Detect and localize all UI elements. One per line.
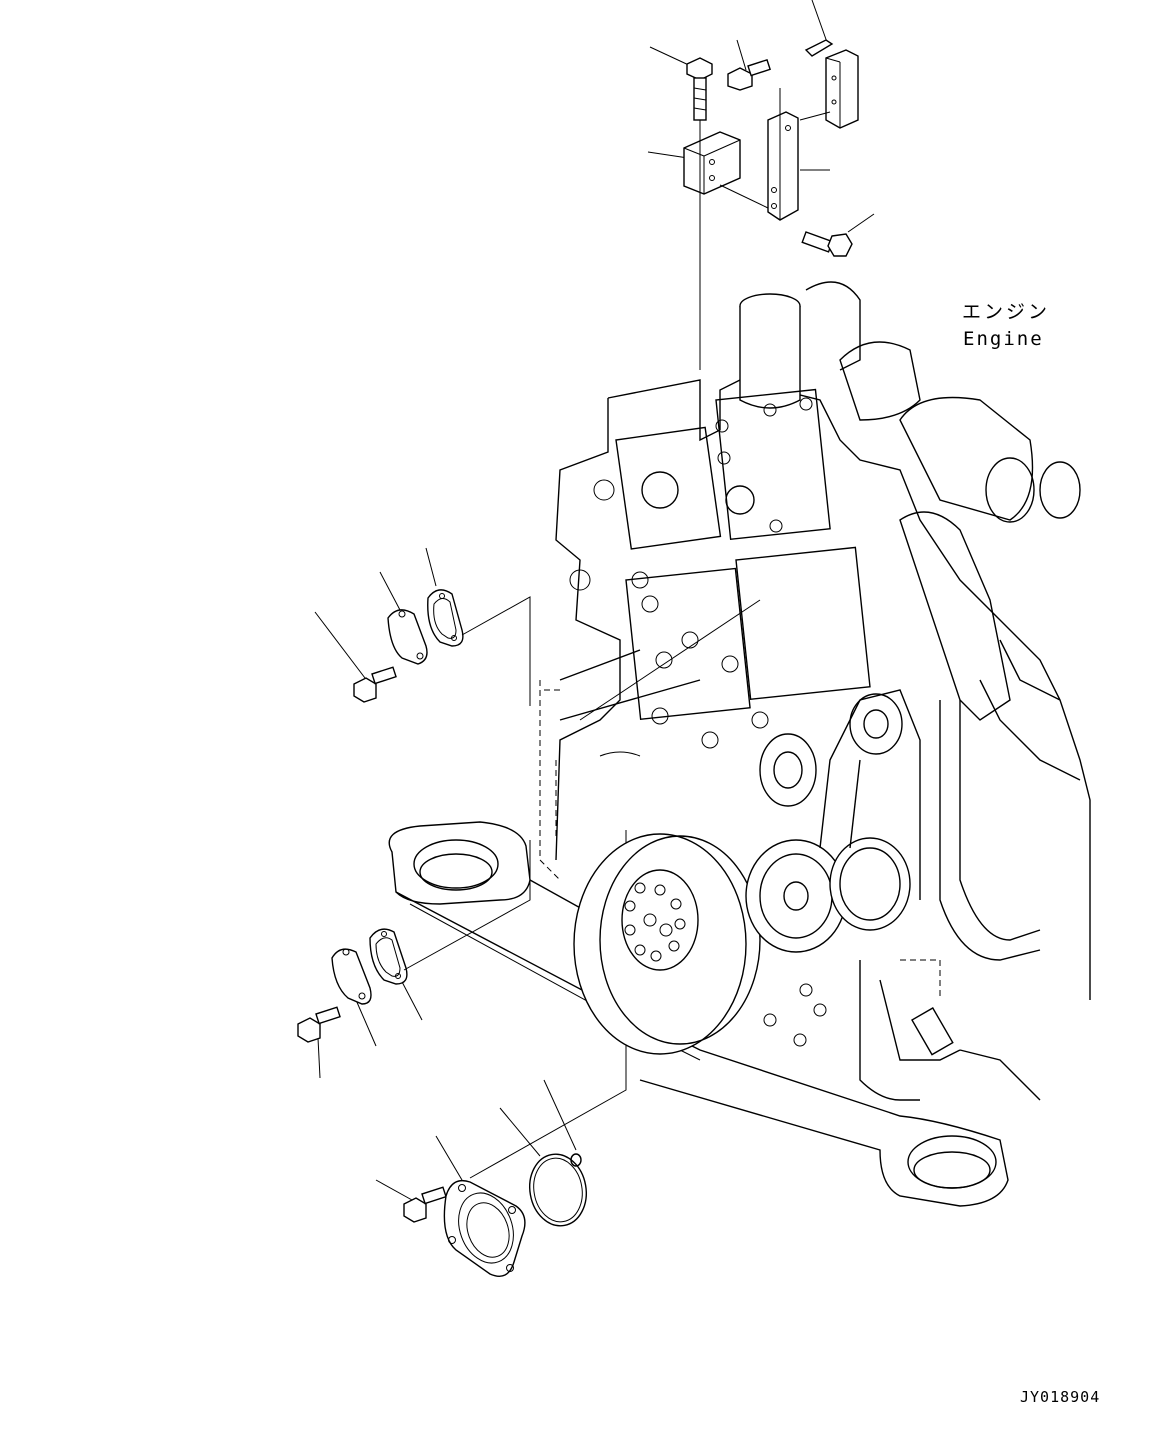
- exhaust-pipe: [739, 281, 861, 409]
- bolt-upper-mid: [727, 58, 771, 91]
- bolt-housing: [403, 1186, 447, 1223]
- top-bracket-assembly: [647, 0, 875, 370]
- gasket-lower: [369, 928, 408, 985]
- bracket-strip: [767, 88, 831, 221]
- valve-cluster: [559, 388, 871, 757]
- belt-pulleys: [745, 689, 921, 953]
- engine-body: [539, 281, 1091, 1101]
- cover-plate-lower: [331, 948, 372, 1005]
- cover-plate-upper: [387, 609, 428, 665]
- intake-cylinders: [839, 341, 1081, 721]
- bolt-upper-left: [686, 57, 713, 121]
- drawing-number: JY018904: [1020, 1388, 1100, 1406]
- upper-cover-plates: [314, 547, 531, 706]
- lower-cover-plates: [297, 840, 531, 1079]
- damper-pulley: [573, 833, 761, 1055]
- seal-housing: [443, 1179, 526, 1277]
- engine-label-en: Engine: [963, 328, 1044, 350]
- o-ring: [529, 1153, 587, 1227]
- pin-block: [804, 39, 859, 129]
- spacer-block: [683, 131, 769, 209]
- coolant-hoses: [763, 639, 1081, 1101]
- bolt-cover-upper: [353, 666, 397, 703]
- seal-housing-assembly: [375, 830, 627, 1277]
- bolt-cover-lower: [297, 1006, 341, 1043]
- engine-label-jp: エンジン: [962, 301, 1050, 323]
- bolt-upper-right: [801, 231, 853, 257]
- gasket-upper: [427, 589, 464, 647]
